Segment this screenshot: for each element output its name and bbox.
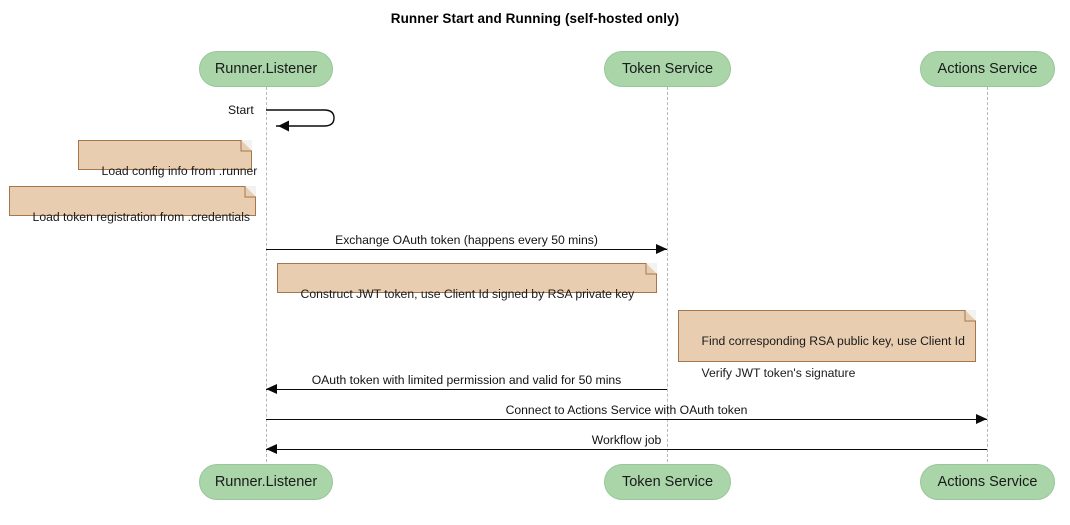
note-text-line-2: Verify JWT token's signature [701, 366, 856, 380]
note-fold-icon [646, 263, 657, 274]
diagram-title: Runner Start and Running (self-hosted on… [390, 11, 680, 26]
participant-actions-bottom[interactable]: Actions Service [920, 464, 1055, 500]
note-load-token-registration: Load token registration from .credential… [9, 186, 256, 224]
message-line-connect-actions-service [266, 419, 987, 420]
note-fold-icon [965, 310, 976, 321]
message-line-workflow-job [266, 449, 987, 450]
participant-token-bottom[interactable]: Token Service [604, 464, 731, 500]
participant-label: Runner.Listener [214, 60, 318, 77]
arrowhead-left-icon [266, 384, 277, 394]
participant-label: Token Service [621, 473, 714, 490]
message-self-start [266, 106, 346, 132]
note-text: Load token registration from .credential… [32, 210, 251, 224]
participant-label: Runner.Listener [214, 473, 318, 490]
note-text-line-1: Find corresponding RSA public key, use C… [701, 334, 965, 348]
participant-runner-top[interactable]: Runner.Listener [199, 51, 333, 87]
note-verify-jwt-signature: Find corresponding RSA public key, use C… [678, 310, 976, 380]
note-fold-icon [241, 140, 252, 151]
message-line-exchange-oauth-token [266, 249, 667, 250]
lifeline-token [667, 87, 668, 462]
participant-token-top[interactable]: Token Service [604, 51, 731, 87]
message-label-workflow-job: Workflow job [591, 433, 662, 447]
message-label-connect-actions-service: Connect to Actions Service with OAuth to… [505, 403, 748, 417]
participant-label: Token Service [621, 60, 714, 77]
participant-label: Actions Service [937, 60, 1038, 77]
note-fold-icon [245, 186, 256, 197]
arrowhead-right-icon [976, 414, 987, 424]
note-construct-jwt-token: Construct JWT token, use Client Id signe… [277, 263, 657, 301]
message-label-start: Start [228, 103, 254, 117]
arrowhead-right-icon [656, 244, 667, 254]
participant-runner-bottom[interactable]: Runner.Listener [199, 464, 333, 500]
note-text: Load config info from .runner [101, 164, 258, 178]
message-label-oauth-token-limited: OAuth token with limited permission and … [311, 373, 622, 387]
message-line-oauth-token-limited [266, 389, 667, 390]
lifeline-actions [987, 87, 988, 462]
arrowhead-left-icon [266, 444, 277, 454]
note-text: Construct JWT token, use Client Id signe… [300, 287, 635, 301]
message-label-exchange-oauth-token: Exchange OAuth token (happens every 50 m… [335, 233, 598, 247]
participant-label: Actions Service [937, 473, 1038, 490]
note-load-config: Load config info from .runner [78, 140, 257, 178]
lifeline-runner [266, 87, 267, 462]
participant-actions-top[interactable]: Actions Service [920, 51, 1055, 87]
